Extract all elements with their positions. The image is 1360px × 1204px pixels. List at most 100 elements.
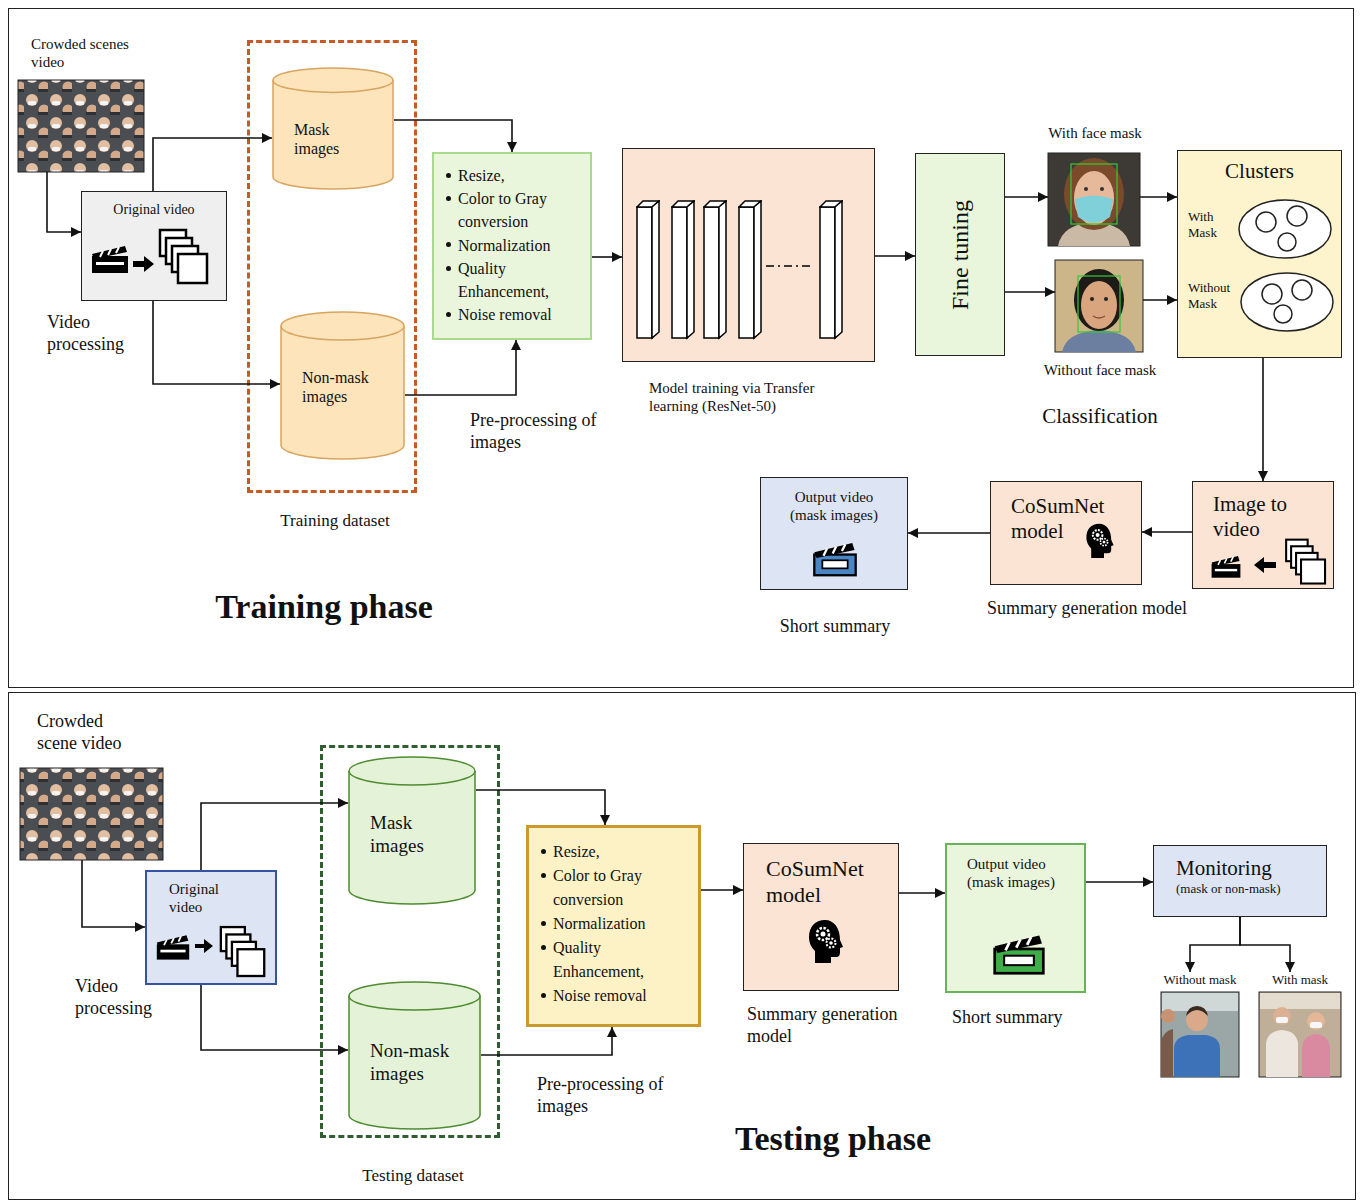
face-image: Without face mask xyxy=(1055,260,1143,352)
flow-arrow xyxy=(201,803,348,870)
database-cylinder: Mask images xyxy=(348,757,476,905)
text-holder: Non-mask images xyxy=(302,368,382,406)
text-flow: Output video (mask images) xyxy=(779,488,889,524)
flow-arrow xyxy=(875,255,915,257)
outside-caption: Model training via Transfer learning (Re… xyxy=(649,379,864,415)
text-holder: Without face mask xyxy=(1011,361,1189,379)
flow-arrow xyxy=(908,532,990,534)
text-holder: Noise removal xyxy=(444,303,582,326)
outside-caption: Video processing xyxy=(47,312,147,355)
phase-panel: Crowded scenes videoOriginal videoVideo … xyxy=(8,8,1354,688)
text-holder: Crowded scene video xyxy=(37,711,147,754)
text-holder: Normalization xyxy=(444,234,582,257)
text-holder: CoSumNet model xyxy=(1011,494,1119,544)
cluster-box: With MaskWithout MaskClusters xyxy=(1177,150,1342,358)
result-image: With mask xyxy=(1257,972,1343,1078)
flow-arrow xyxy=(1262,358,1264,481)
output-video-icon xyxy=(814,543,1043,973)
text-holder: Monitoring xyxy=(1176,856,1320,881)
flow-arrow xyxy=(405,340,516,395)
flow-arrow xyxy=(1142,531,1192,533)
flow-arrow xyxy=(47,172,81,232)
video-frame-image: Crowded scene video xyxy=(20,768,163,860)
bullet-item: Resize, xyxy=(539,840,688,864)
text-holder: Clusters xyxy=(1182,159,1337,184)
ellipse-outline xyxy=(1239,200,1331,258)
flow-arrow xyxy=(481,1027,612,1055)
text-holder: Classification xyxy=(1020,404,1180,429)
text-holder: Summary generation model xyxy=(987,598,1187,620)
flow-arrow xyxy=(476,790,605,825)
flow-arrow xyxy=(899,892,945,894)
cylinder-body xyxy=(281,312,404,459)
text-holder: Testing phase xyxy=(713,1119,953,1160)
section-label: Classification xyxy=(1020,404,1180,429)
process-box: Original videoVideo processing xyxy=(81,191,227,301)
bullet-item: Normalization xyxy=(539,912,688,936)
cylinder-rim xyxy=(349,771,475,785)
resnet-layers xyxy=(637,201,842,338)
text-holder: With Mask xyxy=(1188,209,1234,240)
monitoring-photos xyxy=(1161,992,1341,1077)
box-label: CoSumNet model xyxy=(766,856,878,909)
cluster-ellipse: With Mask xyxy=(1238,199,1332,259)
face-image: With face mask xyxy=(1048,153,1140,246)
text-flow: Mask images xyxy=(370,812,446,858)
text-holder: Short summary xyxy=(751,616,919,638)
text-flow: Image to video xyxy=(1213,492,1305,542)
text-holder: Model training via Transfer learning (Re… xyxy=(649,379,864,415)
text-holder: With face mask xyxy=(1019,124,1171,142)
cylinder-rim xyxy=(273,80,393,92)
box-label: Image to video xyxy=(1213,492,1305,542)
text-holder: Mask images xyxy=(294,120,364,158)
text-holder: Short summary xyxy=(952,1007,1092,1029)
box-label: Output video (mask images) xyxy=(967,855,1064,891)
text-holder: Original video xyxy=(88,202,220,219)
bullet-item: Color to Gray conversion xyxy=(539,864,688,912)
database-cylinder: Mask images xyxy=(272,68,394,190)
outside-caption: Training dataset xyxy=(230,511,440,531)
box-label: Fine tuning xyxy=(946,199,975,309)
cylinder-rim xyxy=(281,326,404,340)
outside-caption: Crowded scenes video xyxy=(31,35,143,71)
text-holder: Output video (mask images) xyxy=(779,488,889,524)
flow-arrow xyxy=(592,256,622,258)
preprocess-box: Resize,Color to Gray conversionNormaliza… xyxy=(432,152,592,340)
box-label: With mask xyxy=(1257,972,1343,988)
preprocess-box: Resize,Color to Gray conversionNormaliza… xyxy=(526,825,701,1027)
text-flow: Mask images xyxy=(294,120,364,158)
model-box: CoSumNet modelSummary generation model xyxy=(743,843,899,991)
box-label: Original video xyxy=(88,202,220,219)
ellipse-outline xyxy=(1238,199,1332,259)
box-label: (mask or non-mask) xyxy=(1176,881,1320,897)
text-holder: Normalization xyxy=(539,912,688,936)
text-holder: Image to video xyxy=(1213,492,1305,542)
frames-to-video-icon xyxy=(1212,540,1325,584)
connectors xyxy=(47,120,1290,1055)
cylinder-body xyxy=(349,982,480,1129)
text-flow: Non-mask images xyxy=(302,368,382,406)
text-holder: Output video (mask images) xyxy=(967,855,1064,891)
bullet-item: Quality Enhancement, xyxy=(539,936,688,984)
text-holder: Without mask xyxy=(1157,972,1243,988)
flow-arrow xyxy=(1005,291,1055,293)
text-holder: Original video xyxy=(169,880,235,916)
text-holder: Training phase xyxy=(194,587,454,628)
text-holder: Resize, xyxy=(539,840,688,864)
flow-arrow xyxy=(201,985,348,1050)
outside-caption: Testing dataset xyxy=(313,1166,513,1186)
flow-arrow xyxy=(153,301,280,384)
text-flow: Monitoring(mask or non-mask) xyxy=(1176,856,1320,897)
ellipse-outline xyxy=(1240,272,1334,332)
text-holder: Non-mask images xyxy=(370,1040,463,1086)
box-label: CoSumNet model xyxy=(1011,494,1119,544)
text-flow: Clusters xyxy=(1182,159,1337,184)
text-holder: Video processing xyxy=(75,976,175,1019)
process-box: Fine tuning xyxy=(915,153,1005,356)
text-holder: Mask images xyxy=(370,812,446,858)
text-holder: With mask xyxy=(1257,972,1343,988)
bullet-item: Resize, xyxy=(444,164,582,187)
outside-caption: Video processing xyxy=(75,976,175,1019)
flow-arrow xyxy=(1240,917,1290,972)
